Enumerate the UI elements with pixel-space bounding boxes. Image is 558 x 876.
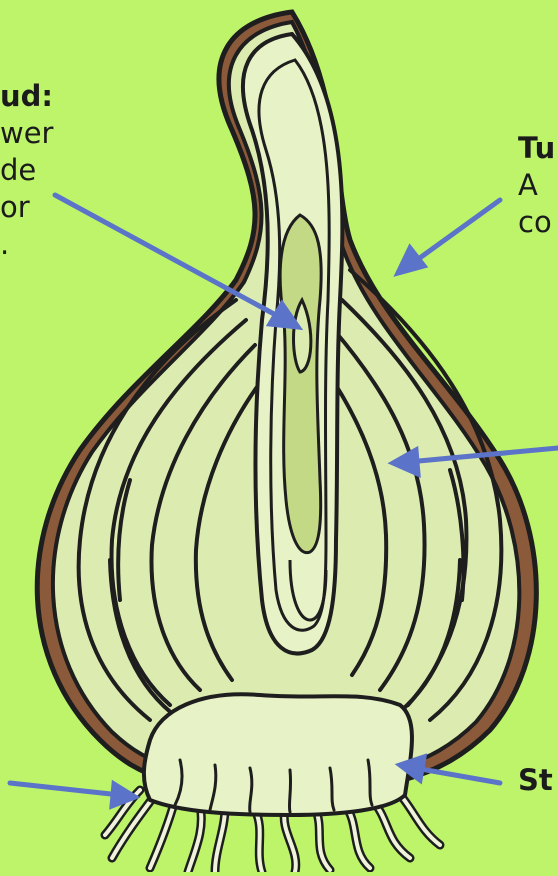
bud-label-line-1: wer <box>0 115 53 152</box>
tunic-label-line-1: A <box>518 167 555 204</box>
bud-label-heading: ud: <box>0 79 53 113</box>
tunic-arrowhead <box>398 248 424 273</box>
tunic-label-line-2: co <box>518 204 555 241</box>
flower-bud <box>280 215 321 553</box>
stem-arrow <box>415 768 500 783</box>
stem-label: St <box>518 762 553 799</box>
bud-label-line-4: . <box>0 226 53 263</box>
bud-label: ud: wer de or . <box>0 78 53 263</box>
tunic-label-heading: Tu <box>518 131 555 165</box>
bud-label-line-2: de <box>0 152 53 189</box>
tunic-label: Tu A co <box>518 130 555 241</box>
tunic-arrow <box>410 200 500 265</box>
bud-label-line-3: or <box>0 189 53 226</box>
stem-label-heading: St <box>518 763 553 797</box>
root-arrow <box>10 783 120 795</box>
